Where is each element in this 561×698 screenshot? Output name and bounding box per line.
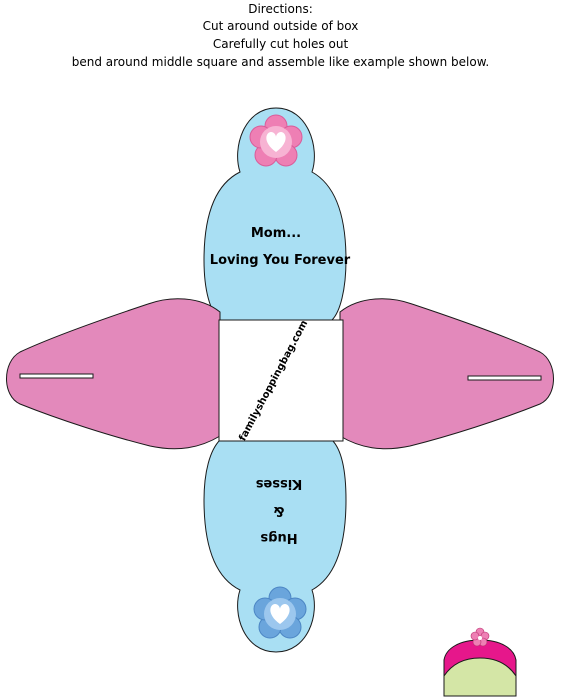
bottom-panel-text-line2: & [273, 503, 284, 518]
left-panel [6, 298, 221, 450]
right-panel [339, 298, 554, 450]
assembled-box-example-icon [443, 627, 517, 697]
directions-heading: Directions: [248, 2, 313, 16]
heart-flower-blue-icon [253, 586, 307, 639]
heart-flower-pink-icon [249, 114, 303, 167]
top-panel-text-line2: Loving You Forever [210, 253, 351, 268]
direction-line-2: Carefully cut holes out [212, 37, 349, 51]
top-panel: Mom... Loving You Forever [203, 107, 351, 321]
bottom-panel-text-line1: Hugs [260, 530, 297, 545]
top-panel-text-line1: Mom... [251, 226, 301, 241]
right-slot [467, 375, 542, 381]
left-slot [19, 373, 94, 379]
center-square: familyshoppingbag.com [218, 319, 344, 443]
direction-line-3: bend around middle square and assemble l… [71, 55, 490, 69]
direction-line-1: Cut around outside of box [202, 19, 359, 33]
bottom-panel-text-line3: Kisses [255, 476, 302, 491]
bottom-panel: Hugs & Kisses [203, 439, 347, 653]
